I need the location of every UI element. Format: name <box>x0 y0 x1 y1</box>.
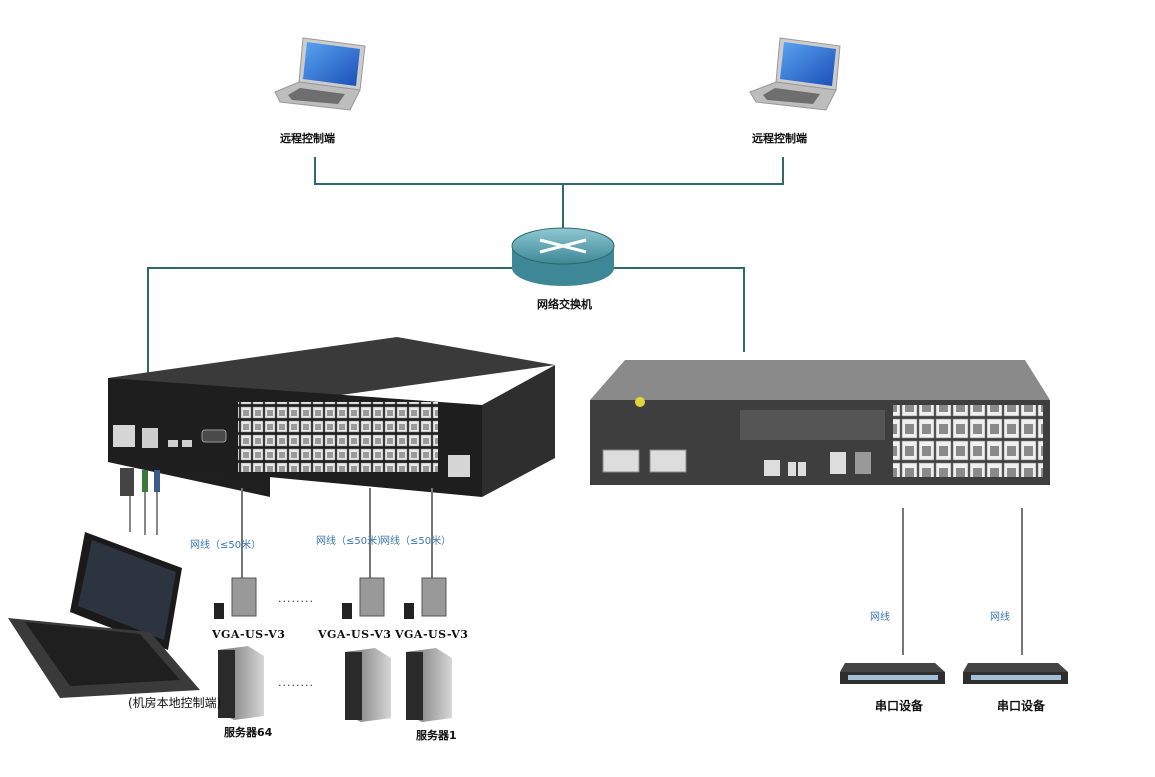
laptop-remote-left-icon <box>274 37 366 111</box>
server-1-icon <box>406 648 452 722</box>
label-adapter-3: VGA-US-V3 <box>395 628 469 641</box>
label-server-1: 服务器1 <box>416 729 457 742</box>
link-console-server <box>612 267 745 352</box>
label-cable-3: 网线（≤50米） <box>380 536 452 547</box>
vga-adapter-1 <box>214 577 257 619</box>
label-cable-1: 网线（≤50米） <box>190 540 262 551</box>
label-server-64: 服务器64 <box>224 726 273 739</box>
label-network-cable-2: 网线 <box>990 612 1010 623</box>
link-remote-left <box>314 157 563 185</box>
console-cable-connectors <box>120 468 160 535</box>
serial-port-block <box>893 405 1043 477</box>
serial-device-2-icon <box>963 663 1068 684</box>
label-local-console: (机房本地控制端) <box>128 696 222 710</box>
server-64-icon <box>218 646 264 720</box>
link-remote-right <box>563 157 784 185</box>
label-network-cable-1: 网线 <box>870 612 890 623</box>
label-switch: 网络交换机 <box>537 298 592 311</box>
label-remote-left: 远程控制端 <box>280 132 335 145</box>
label-serial-device-1: 串口设备 <box>875 699 924 713</box>
kvm-power-socket <box>113 425 135 447</box>
console-server-device <box>590 360 1050 485</box>
label-remote-right: 远程控制端 <box>752 132 807 145</box>
local-console-icon <box>8 532 200 698</box>
dots-servers: ........ <box>278 676 314 689</box>
vga-adapter-3 <box>404 577 447 619</box>
kvm-port-block <box>238 402 438 472</box>
label-serial-device-2: 串口设备 <box>997 699 1046 713</box>
label-cable-2: 网线（≤50米） <box>316 536 388 547</box>
kvm-switch-device <box>108 337 555 497</box>
cables <box>241 488 1023 655</box>
network-switch-icon <box>511 227 615 286</box>
label-adapter-1: VGA-US-V3 <box>212 628 286 641</box>
serial-device-1-icon <box>840 663 945 684</box>
power-socket-2 <box>649 449 687 473</box>
server-2-icon <box>345 648 391 722</box>
vga-adapter-2 <box>342 577 385 619</box>
laptop-remote-right-icon <box>749 37 841 111</box>
dots-adapters: ........ <box>278 592 314 605</box>
label-adapter-2: VGA-US-V3 <box>318 628 392 641</box>
power-socket-1 <box>602 449 640 473</box>
